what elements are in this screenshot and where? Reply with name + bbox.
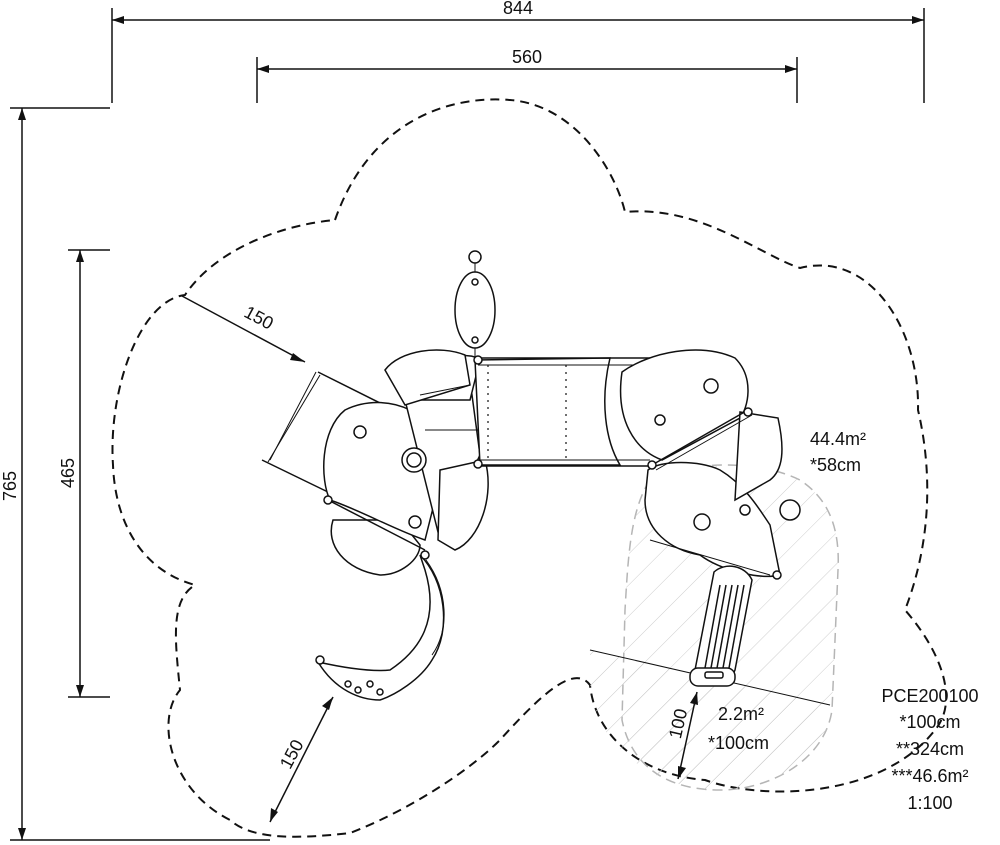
straight-slide	[689, 565, 753, 687]
bridge	[473, 355, 655, 469]
slide-fall-height-label: *100cm	[708, 733, 769, 753]
product-info-line1: *100cm	[899, 712, 960, 732]
product-info: PCE200100 *100cm **324cm ***46.6m² 1:100	[881, 686, 978, 813]
slide-area-label: 2.2m²	[718, 704, 764, 724]
overall-height-label: 765	[0, 471, 20, 501]
dimension-clearance-left-top: 150	[181, 295, 317, 461]
product-scale: 1:100	[907, 793, 952, 813]
product-info-line2: **324cm	[896, 739, 964, 759]
right-tower	[619, 349, 801, 580]
main-area-info: 44.4m² *58cm	[810, 429, 866, 475]
dimension-inner-width: 560	[256, 47, 798, 103]
clearance-left-bottom-label: 150	[276, 736, 308, 772]
slide-area-info: 2.2m² *100cm	[708, 704, 769, 753]
inner-height-label: 465	[58, 458, 78, 488]
main-area-label: 44.4m²	[810, 429, 866, 449]
dimension-overall-height: 765	[0, 107, 270, 841]
product-info-line3: ***46.6m²	[891, 766, 968, 786]
dimension-clearance-left-bottom: 150	[269, 696, 334, 823]
curved-slide	[315, 550, 445, 701]
main-fall-height-label: *58cm	[810, 455, 861, 475]
clearance-left-top-label: 150	[241, 302, 277, 334]
safety-zone-outline	[111, 98, 948, 838]
dimension-overall-width: 844	[111, 0, 925, 103]
dimension-inner-height: 465	[58, 249, 110, 698]
inner-width-label: 560	[512, 47, 542, 67]
hanging-pod	[454, 250, 496, 358]
product-code: PCE200100	[881, 686, 978, 706]
overall-width-label: 844	[503, 0, 533, 18]
playground-equipment	[261, 250, 801, 701]
left-tower	[323, 349, 489, 576]
